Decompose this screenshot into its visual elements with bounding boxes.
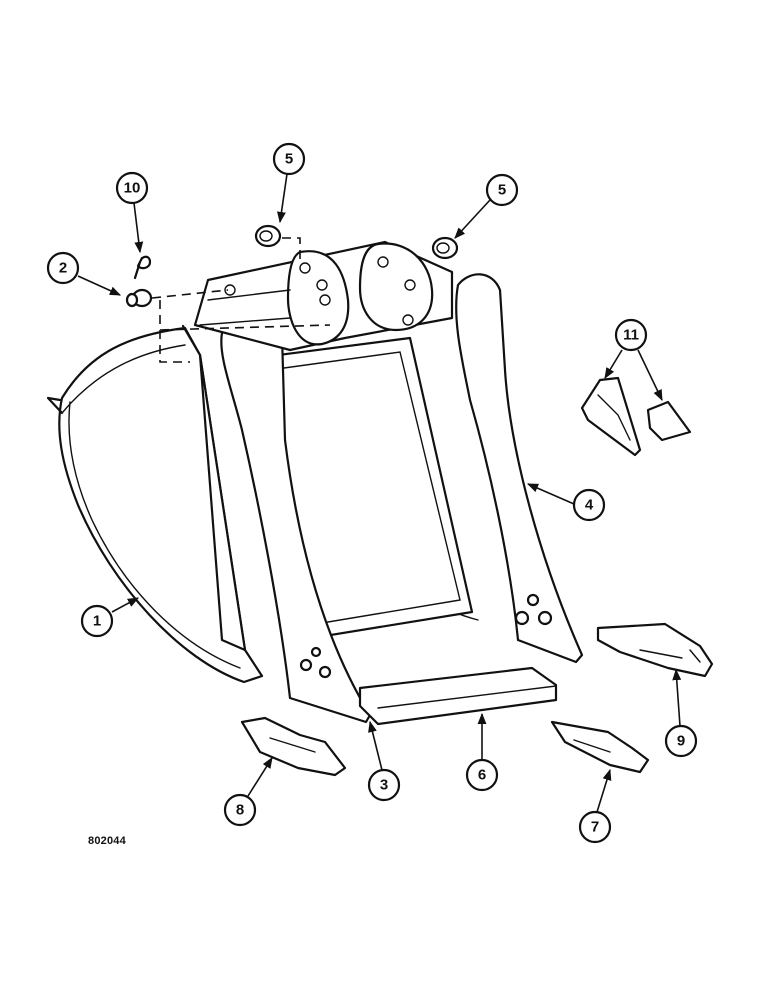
pin	[125, 288, 153, 308]
callout-11: 11	[604, 318, 663, 402]
tooth-adapter-large	[580, 376, 642, 457]
callout-8: 8	[223, 757, 273, 827]
bushing-right	[431, 236, 459, 260]
callout-label: 10	[124, 180, 141, 197]
bushing-upper	[254, 224, 282, 248]
assembly-lines	[151, 237, 331, 363]
callout-label: 4	[585, 497, 594, 514]
callout-5-upper: 5	[272, 142, 306, 224]
callout-5-right: 5	[454, 173, 519, 239]
callout-label: 11	[623, 327, 639, 344]
callout-label: 1	[93, 613, 101, 630]
callout-label: 3	[380, 777, 388, 794]
bolt-hole-icon	[310, 646, 322, 658]
cutting-edge	[358, 666, 558, 726]
bolt-hole-icon	[514, 610, 530, 626]
callout-4: 4	[526, 483, 606, 522]
callout-label: 6	[478, 767, 486, 784]
side-plate-right	[455, 273, 584, 664]
tooth-9	[596, 622, 714, 678]
callout-3: 3	[367, 720, 401, 802]
callout-9: 9	[664, 668, 698, 758]
callout-2: 2	[46, 251, 122, 296]
tooth-7	[550, 720, 650, 774]
callout-6: 6	[465, 712, 499, 792]
bolt-hole-icon	[299, 658, 313, 672]
callout-label: 2	[59, 260, 67, 277]
figure-number: 802044	[88, 835, 126, 847]
bolt-hole-icon	[318, 665, 332, 679]
bolt-hole-icon	[526, 593, 540, 607]
callout-label: 8	[236, 802, 244, 819]
clip	[133, 255, 152, 280]
callout-7: 7	[578, 768, 612, 844]
callout-10: 10	[115, 171, 149, 254]
callout-label: 7	[591, 819, 599, 836]
callout-label: 5	[285, 151, 293, 168]
tooth-adapter-small	[646, 400, 692, 442]
bolt-hole-icon	[537, 610, 553, 626]
tooth-8	[240, 716, 347, 777]
callout-label: 9	[677, 733, 685, 750]
hinge-bracket	[193, 240, 454, 352]
callout-label: 5	[498, 182, 506, 199]
callout-1: 1	[80, 597, 139, 638]
